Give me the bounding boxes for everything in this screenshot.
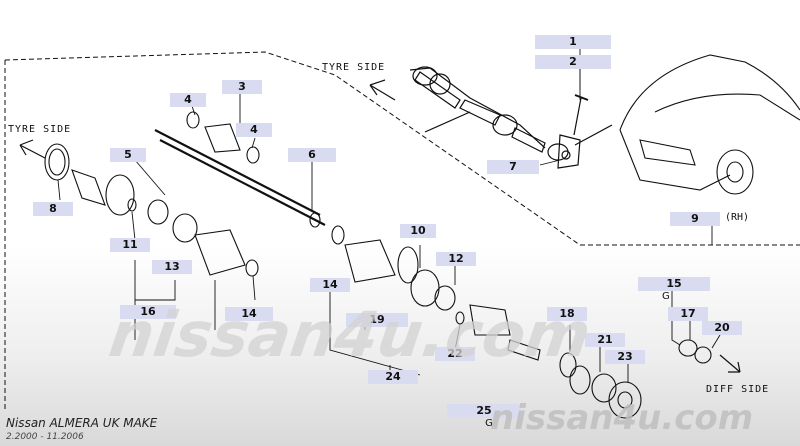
callout-21[interactable]: 21	[585, 333, 625, 347]
assembled-driveshaft	[409, 66, 613, 169]
tyre-side-arrow-top	[369, 79, 396, 101]
watermark-large: nissan4u.com	[104, 298, 596, 371]
model-title: Nissan ALMERA UK MAKE	[6, 416, 158, 430]
right-side-parts	[331, 225, 712, 419]
grease-mark-15: G	[662, 291, 670, 302]
callout-11[interactable]: 11	[110, 238, 150, 252]
callout-7[interactable]: 7	[487, 160, 539, 174]
callout-18[interactable]: 18	[547, 307, 587, 321]
callout-14a[interactable]: 14	[310, 278, 350, 292]
model-date-range: 2.2000 - 11.2006	[6, 432, 84, 442]
callout-19[interactable]: 19	[346, 313, 408, 327]
callout-14b[interactable]: 14	[225, 307, 273, 321]
callout-9[interactable]: 9	[670, 212, 720, 226]
callout-1[interactable]: 1	[535, 35, 611, 49]
grease-mark-25: G	[485, 418, 493, 429]
diff-side-label: DIFF SIDE	[706, 384, 770, 395]
assembly-frame	[4, 51, 800, 246]
callout-6[interactable]: 6	[288, 148, 336, 162]
callout-5[interactable]: 5	[110, 148, 146, 162]
car-illustration	[619, 54, 800, 195]
callout-17[interactable]: 17	[668, 307, 708, 321]
callout-10[interactable]: 10	[400, 224, 436, 238]
callout-23[interactable]: 23	[605, 350, 645, 364]
callout-16[interactable]: 16	[120, 305, 176, 319]
callout-3[interactable]: 3	[222, 80, 262, 94]
callout-4b[interactable]: 4	[236, 123, 272, 137]
tyre-side-arrow-left	[19, 139, 46, 159]
diff-side-arrow	[719, 354, 741, 373]
callout-12[interactable]: 12	[436, 252, 476, 266]
rh-label: (RH)	[725, 212, 750, 223]
tyre-side-label-top: TYRE SIDE	[322, 62, 386, 73]
callout-22[interactable]: 22	[435, 347, 475, 361]
callout-20[interactable]: 20	[702, 321, 742, 335]
left-side-parts	[44, 111, 326, 277]
tyre-side-label-left: TYRE SIDE	[8, 124, 72, 135]
callout-8[interactable]: 8	[33, 202, 73, 216]
callout-13[interactable]: 13	[152, 260, 192, 274]
callout-4a[interactable]: 4	[170, 93, 206, 107]
callout-2[interactable]: 2	[535, 55, 611, 69]
watermark-small: nissan4u.com	[490, 398, 754, 438]
callout-24[interactable]: 24	[368, 370, 418, 384]
